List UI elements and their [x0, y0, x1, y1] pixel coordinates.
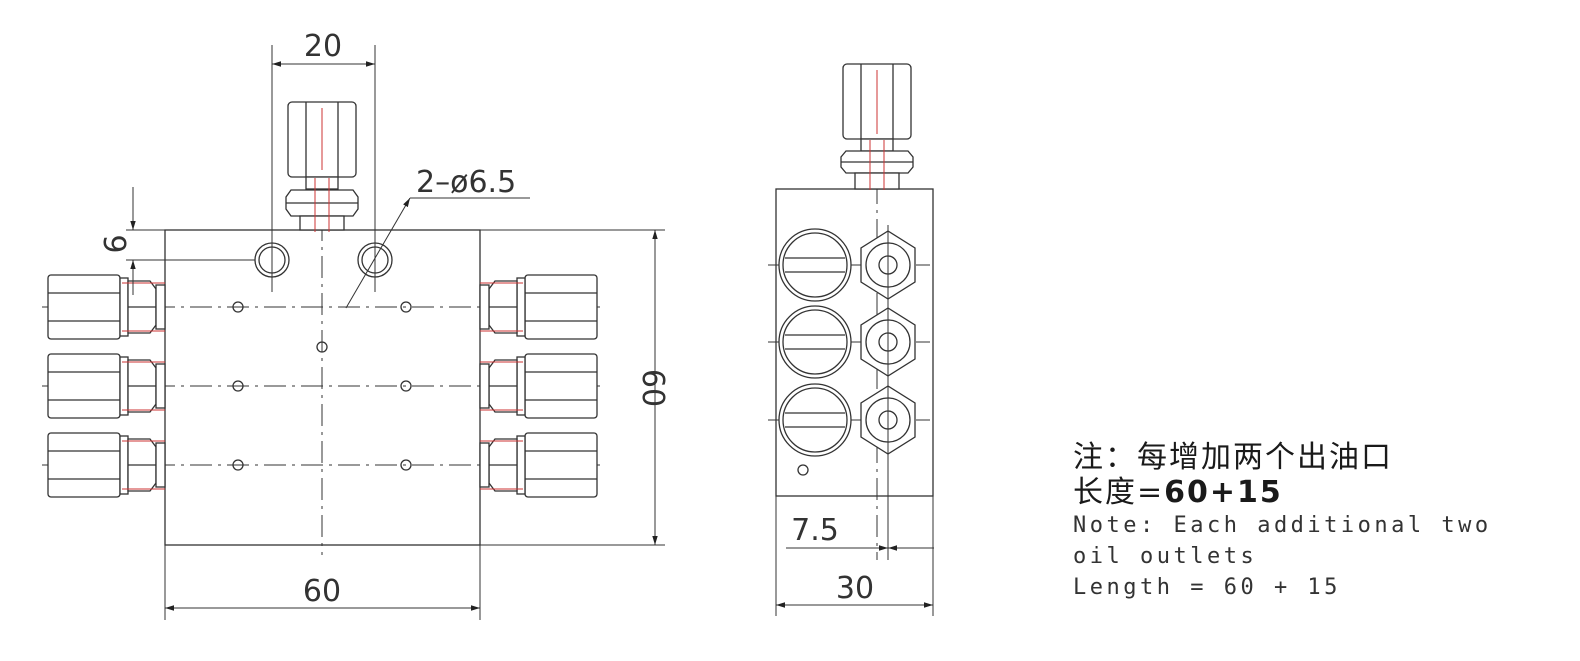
- note-en-line3: Length = 60 + 15: [1073, 575, 1341, 600]
- side-small-hole: [797, 464, 809, 476]
- dim-side-offset: [786, 460, 934, 560]
- note-block: 注：每增加两个出油口 长度=60+15 Note: Each additiona…: [1073, 440, 1492, 603]
- dim-side-width: [775, 496, 934, 616]
- note-cn-line2-prefix: 长度=: [1073, 475, 1165, 510]
- dim-text-top-width: 20: [304, 29, 342, 64]
- side-outlet-caps: [778, 228, 852, 457]
- dim-top-width: [271, 45, 376, 292]
- hole-spec-leader: [345, 197, 530, 309]
- dim-text-hole-spec: 2–ø6.5: [416, 165, 516, 200]
- note-cn-line1: 注：每增加两个出油口: [1073, 440, 1393, 475]
- dim-hole-offset: [126, 187, 255, 295]
- inlet-fitting: [285, 101, 359, 232]
- note-en-line2: oil outlets: [1073, 544, 1258, 569]
- note-cn-line2-value: 60+15: [1164, 475, 1283, 510]
- outlet-fittings-left: [47, 274, 166, 498]
- dim-height: [480, 229, 665, 546]
- front-view: [42, 45, 665, 620]
- dim-text-height: 60: [635, 369, 670, 407]
- side-inlet-fitting: [840, 63, 914, 190]
- dim-text-bottom-width: 60: [303, 574, 341, 609]
- side-view: [768, 63, 934, 616]
- dim-text-side-width: 30: [836, 571, 874, 606]
- note-en-line1: Note: Each additional two: [1073, 513, 1492, 538]
- outlet-fittings-right: [479, 274, 598, 498]
- dim-bottom-width: [164, 545, 481, 620]
- note-cn-line2: 长度=60+15: [1073, 475, 1492, 510]
- dim-text-hole-offset: 6: [99, 234, 134, 253]
- internal-hole: [232, 301, 244, 313]
- side-hex-nuts: [860, 225, 916, 460]
- dim-text-side-offset: 7.5: [791, 513, 839, 548]
